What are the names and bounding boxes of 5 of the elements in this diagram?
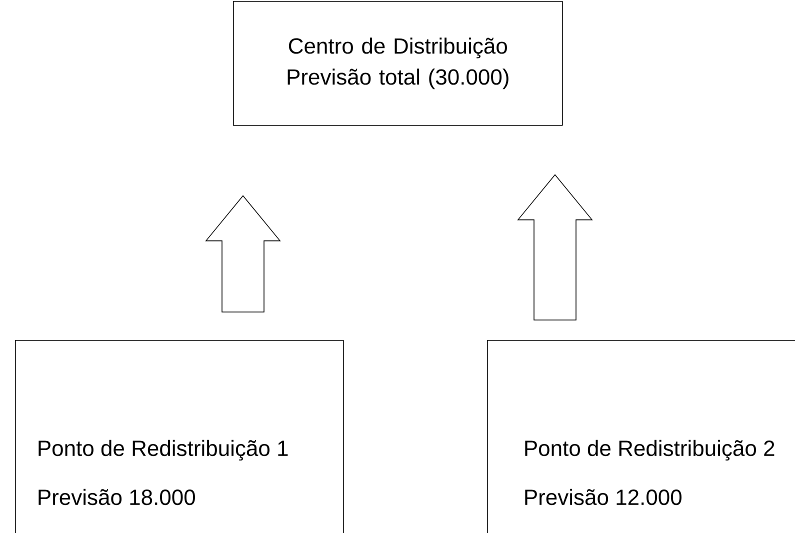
box: Ponto de Redistribuição 2 Previsão 12.000 <box>487 340 795 533</box>
block-arrow <box>517 174 593 320</box>
box: Centro de Distribuição Previsão total (30.000) <box>233 1 563 126</box>
block-arrow <box>205 195 281 312</box>
box: Ponto de Redistribuição 1 Previsão 18.000 <box>15 340 344 533</box>
